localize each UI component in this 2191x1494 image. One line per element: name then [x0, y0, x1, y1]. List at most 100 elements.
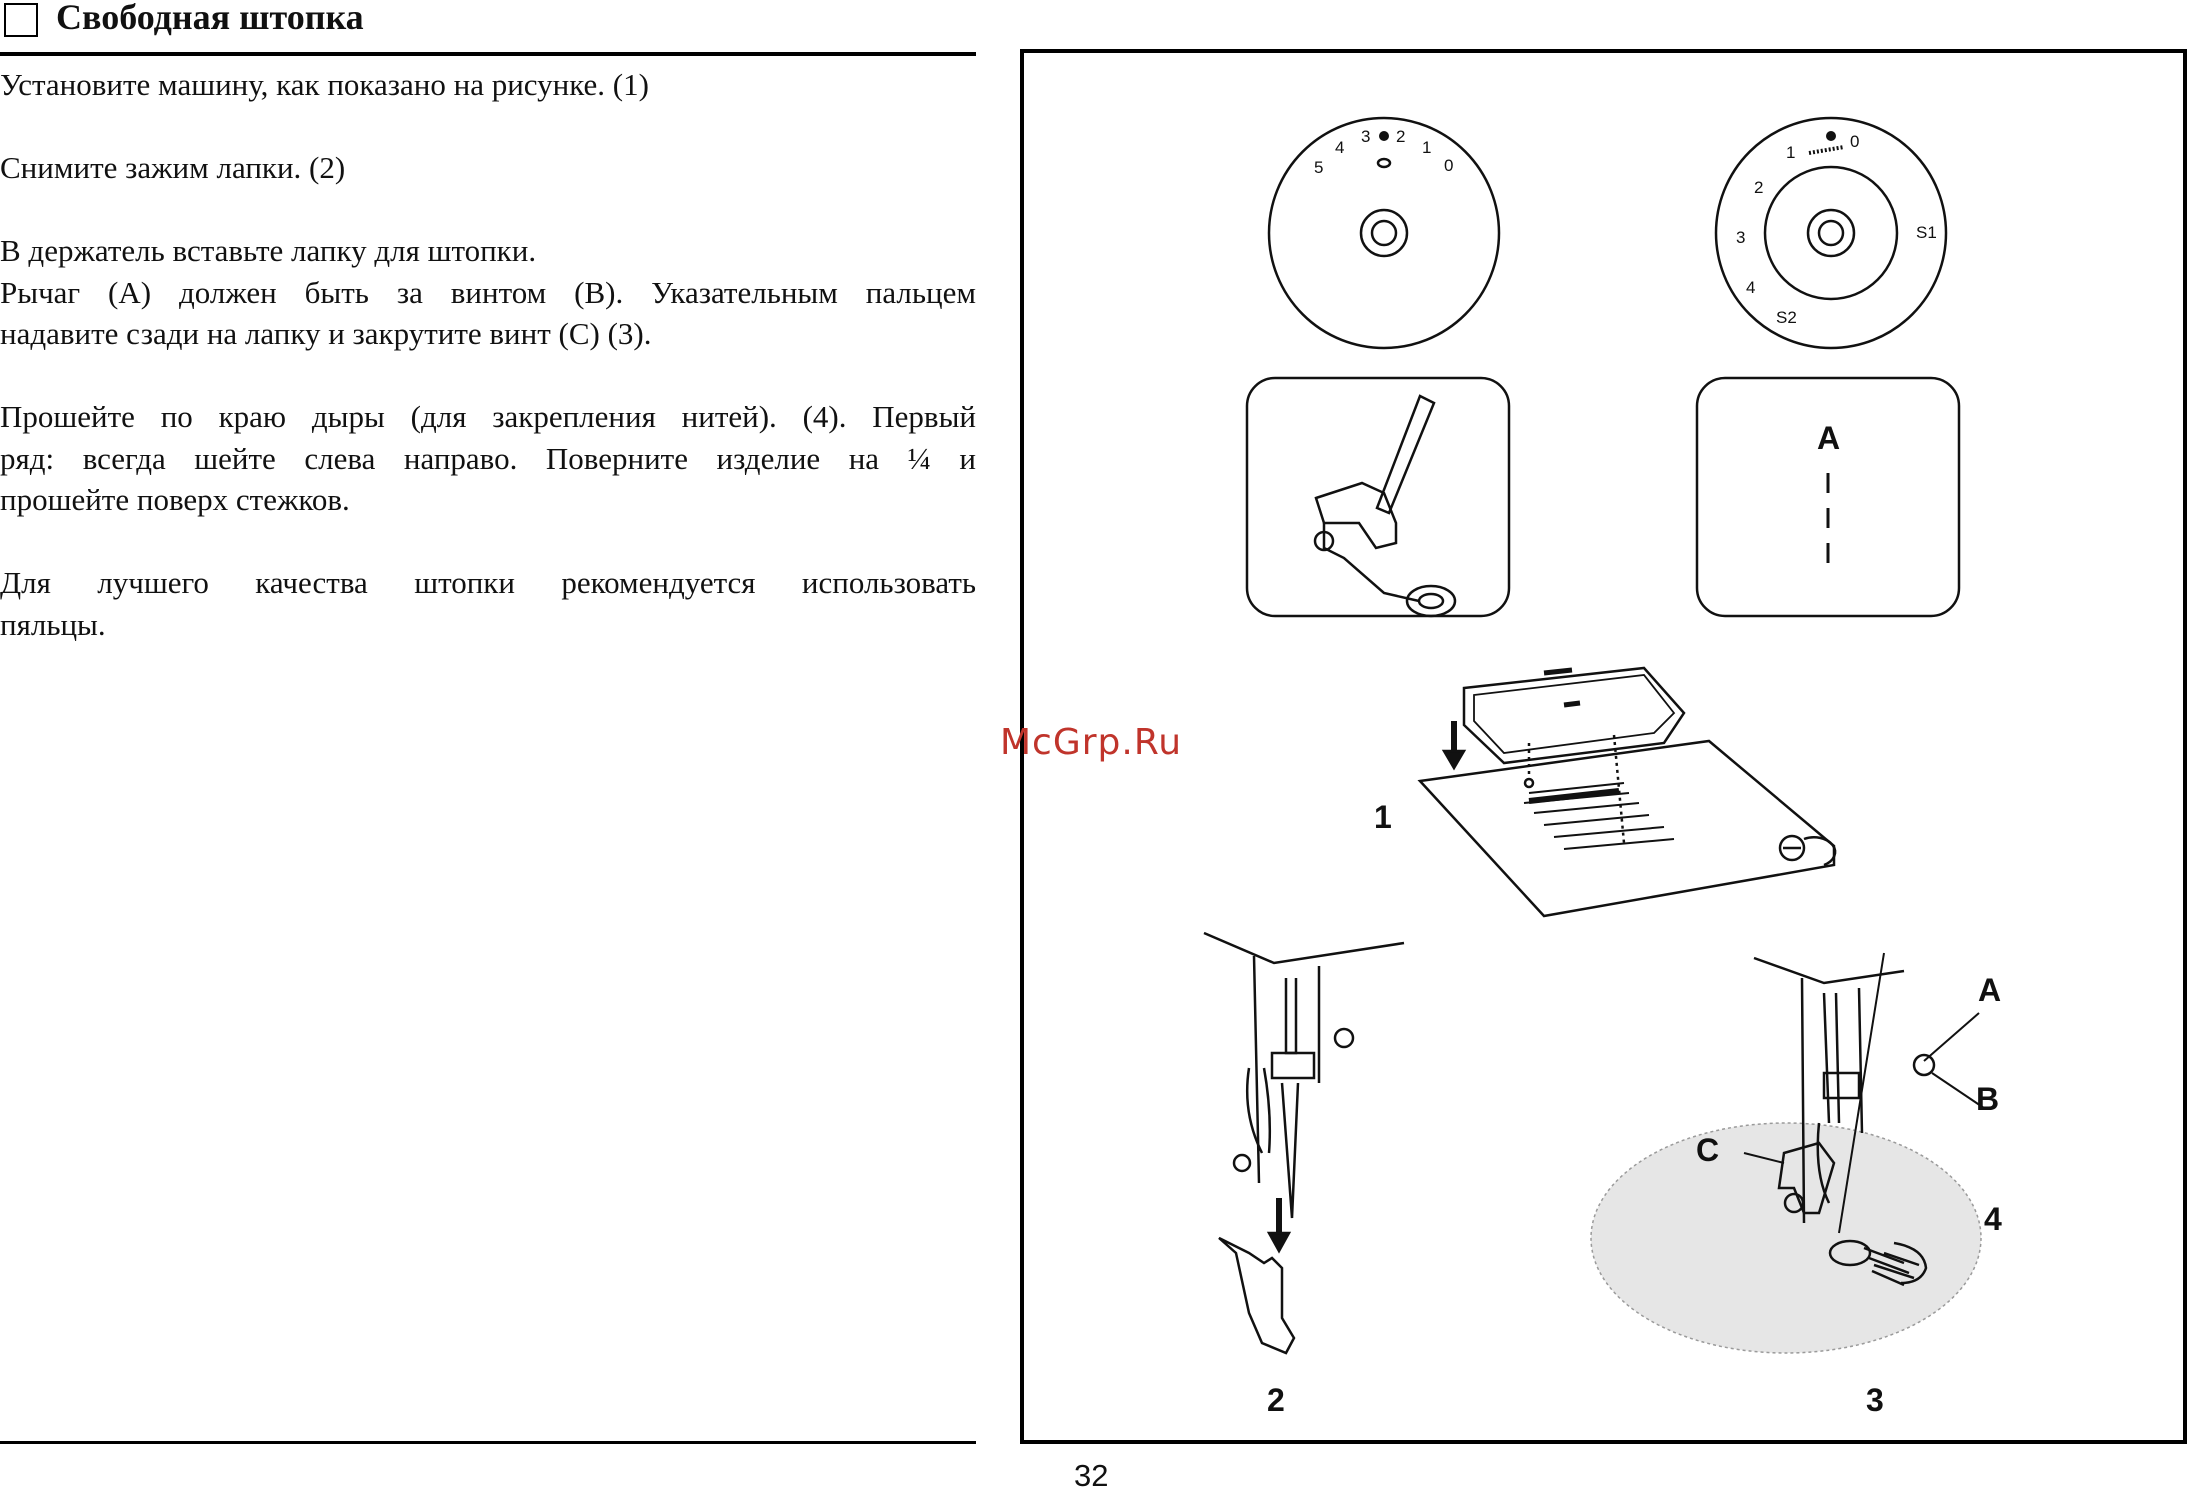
text-line: ряд: всегда шейте слева направо. Поверни… [0, 440, 976, 476]
paragraph-5: Для лучшего качества штопки рекомендуетс… [0, 562, 976, 645]
needle-hole [1563, 700, 1581, 708]
screw-b-icon [1912, 1053, 1936, 1077]
dial-rim [1267, 116, 1501, 350]
callout-line-c [1743, 1152, 1785, 1164]
down-arrow-head [1266, 1231, 1292, 1254]
foot-ring [1405, 584, 1457, 618]
panel-frame [1695, 376, 1961, 618]
dial-number: 0 [1444, 156, 1453, 175]
darn-stitches [1863, 1246, 1920, 1287]
thumb-screw-icon [1333, 1027, 1355, 1049]
dial-number: 1 [1786, 143, 1795, 162]
callout-b: B [1976, 1081, 1999, 1117]
figure-1-cover-plate [1417, 666, 1837, 918]
paragraph-2: Снимите зажим лапки. (2) [0, 147, 976, 189]
foot-ring-hole [1417, 592, 1445, 610]
stitch-pattern-panel [1695, 376, 1961, 618]
text-line: надавите сзади на лапку и закрутите винт… [0, 316, 652, 351]
feed-dog-slot [1528, 788, 1620, 804]
section-title: Свободная штопка [56, 0, 364, 37]
text-line: пяльцы. [0, 606, 106, 642]
watermark: McGrp.Ru [1000, 722, 1183, 763]
dial-number: 4 [1335, 138, 1344, 157]
dial-number: 5 [1314, 158, 1323, 177]
bottom-rule [0, 1441, 976, 1444]
needle-bar [1284, 978, 1298, 1055]
indicator-dot [1826, 131, 1836, 141]
dial-inner-ring [1763, 165, 1899, 301]
dial-hole [1817, 219, 1845, 247]
dial-scale-icon [1808, 145, 1845, 155]
needle-clamp [1270, 1051, 1316, 1080]
dial-number: 1 [1422, 138, 1431, 157]
dial-number: 3 [1736, 228, 1745, 247]
text-line: Установите машину, как показано на рисун… [0, 67, 649, 102]
figure-frame: 5 4 3 2 1 0 3 2 1 0 S1 [1020, 49, 2187, 1444]
paragraph-4: Прошейте по краю дыры (для закрепления н… [0, 396, 976, 521]
darning-foot [1777, 1141, 1836, 1215]
cover-slot [1543, 667, 1573, 676]
panel-frame [1245, 376, 1511, 618]
presser-foot [1218, 1236, 1296, 1355]
panel-label: A [1817, 420, 1840, 456]
presser-bar [1800, 977, 1864, 1224]
dial-hole [1370, 219, 1398, 247]
dial-marker-icon [1376, 157, 1392, 169]
needle-guard [1245, 1067, 1272, 1154]
foot-lever [1375, 394, 1436, 515]
text-line: Для лучшего качества штопки рекомендуетс… [0, 565, 976, 600]
figure-2-foot-removal [1203, 931, 1405, 1355]
step-label-4: 4 [1984, 1201, 2002, 1237]
machine-head-outline [1753, 956, 1905, 985]
darning-foot-panel [1245, 376, 1511, 618]
section-checkbox [4, 3, 38, 37]
dial-number: 0 [1850, 132, 1859, 151]
alignment-guides [1527, 734, 1626, 844]
step-label-2: 2 [1267, 1382, 1285, 1418]
dial-hub [1806, 208, 1856, 258]
needle-plate [1417, 739, 1836, 918]
illustration: 5 4 3 2 1 0 3 2 1 0 S1 [1203, 116, 2002, 1418]
dial-number: 3 [1361, 127, 1370, 146]
indicator-dot [1379, 131, 1389, 141]
callout-a: A [1978, 972, 2001, 1008]
plate-notch [1803, 835, 1837, 867]
dial-number: 2 [1754, 178, 1763, 197]
callout-c: C [1696, 1132, 1719, 1168]
dial-rim [1714, 116, 1948, 350]
text-line: В держатель вставьте лапку для штопки. [0, 233, 537, 268]
foot-ring [1828, 1239, 1872, 1267]
paragraph-1: Установите машину, как показано на рисун… [0, 64, 976, 106]
down-arrow-head [1441, 749, 1467, 771]
text-line: Снимите зажим лапки. (2) [0, 150, 346, 185]
fabric-mesh [1590, 1122, 1982, 1354]
plate-screw-icon [1778, 834, 1806, 862]
dial-number: 4 [1746, 278, 1755, 297]
instructions-text: Установите машину, как показано на рисун… [0, 64, 976, 687]
alignment-point [1523, 777, 1535, 789]
text-line: Прошейте по краю дыры (для закрепления н… [0, 399, 976, 434]
callout-line-a [1923, 1012, 1980, 1062]
foot-screw-icon [1313, 530, 1335, 552]
callout-line-b [1931, 1072, 1985, 1109]
needle-guard [1816, 1122, 1831, 1204]
step-label-1: 1 [1374, 799, 1392, 835]
step-label-3: 3 [1866, 1382, 1884, 1418]
foot-screw-icon [1232, 1153, 1252, 1173]
machine-head-outline [1203, 931, 1405, 965]
dial-number: 2 [1396, 127, 1405, 146]
needle [1280, 1082, 1300, 1219]
stitch-length-dial [1267, 116, 1501, 350]
darning-lever [1838, 952, 1885, 1234]
figure-3-darning-foot-installed [1590, 952, 1985, 1354]
darning-cover-plate [1462, 666, 1686, 765]
screw-c-icon [1783, 1192, 1805, 1214]
foot-body [1314, 481, 1398, 550]
dial-number: S2 [1776, 308, 1797, 327]
hole-edge [1893, 1241, 1928, 1285]
dial-number: S1 [1916, 223, 1937, 242]
text-line: прошейте поверх стежков. [0, 482, 350, 517]
cover-plate-inner [1473, 674, 1676, 754]
page-number: 32 [1074, 1458, 1109, 1493]
foot-arm [1322, 523, 1420, 603]
